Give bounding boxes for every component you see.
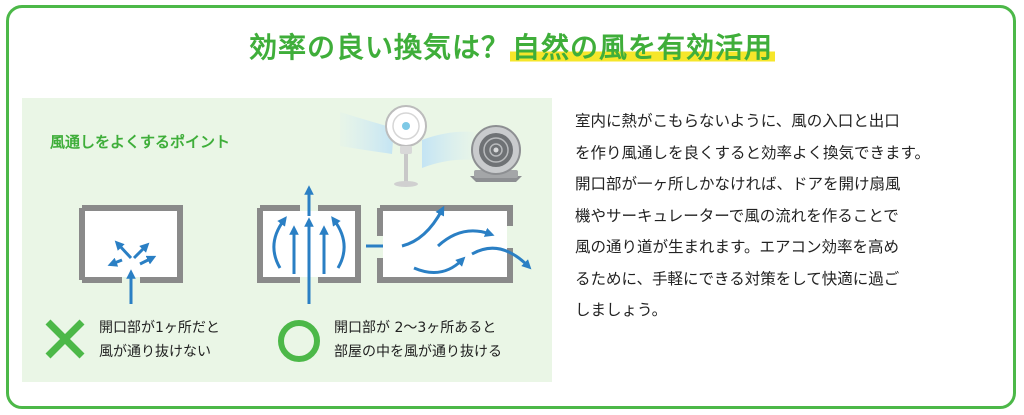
caption-single-opening: 開口部が1ヶ所だと 風が通り抜けない <box>99 316 220 364</box>
title-lead: 効率の良い換気は？ <box>248 31 510 64</box>
title-highlight: 自然の風を有効活用 <box>510 31 776 64</box>
caption-line: 開口部が 2〜3ヶ所あると <box>334 320 497 336</box>
room-cross-ventilation <box>377 205 532 283</box>
text-line: しましょう。 <box>575 301 668 319</box>
room-single-opening <box>79 205 183 304</box>
wind-streaks <box>340 112 474 168</box>
text-line: 室内に熱がこもらないように、風の入口と出口 <box>575 112 900 130</box>
panel-label: 風通しをよくするポイント <box>50 133 231 151</box>
explanation-text: 室内に熱がこもらないように、風の入口と出口 を作り風通しを良くすると効率よく換気… <box>575 106 1000 327</box>
text-line: 風の通り道が生まれます。エアコン効率を高め <box>575 238 899 256</box>
text-line: 開口部が一ヶ所しかなければ、ドアを開け扇風 <box>575 175 901 193</box>
text-line: るために、手軽にできる対策をして快適に過ご <box>575 269 900 288</box>
circulator-icon <box>470 125 522 182</box>
caption-line: 部屋の中を風が通り抜ける <box>334 344 502 360</box>
text-line: を作り風通しを良くすると効率よく換気できます。 <box>575 143 930 162</box>
text-line: 機やサーキュレーターで風の流れを作ることで <box>575 206 899 225</box>
caption-line: 風が通り抜けない <box>99 344 211 360</box>
stand-fan-icon <box>385 105 427 187</box>
circle-mark-icon <box>278 320 320 362</box>
ventilation-illustration <box>79 105 532 304</box>
caption-multiple-openings: 開口部が 2〜3ヶ所あると 部屋の中を風が通り抜ける <box>334 316 502 364</box>
page-title: 効率の良い換気は？自然の風を有効活用 <box>0 26 1024 66</box>
caption-line: 開口部が1ヶ所だと <box>99 320 220 336</box>
cross-mark-icon <box>45 319 85 359</box>
room-two-openings <box>257 185 399 304</box>
